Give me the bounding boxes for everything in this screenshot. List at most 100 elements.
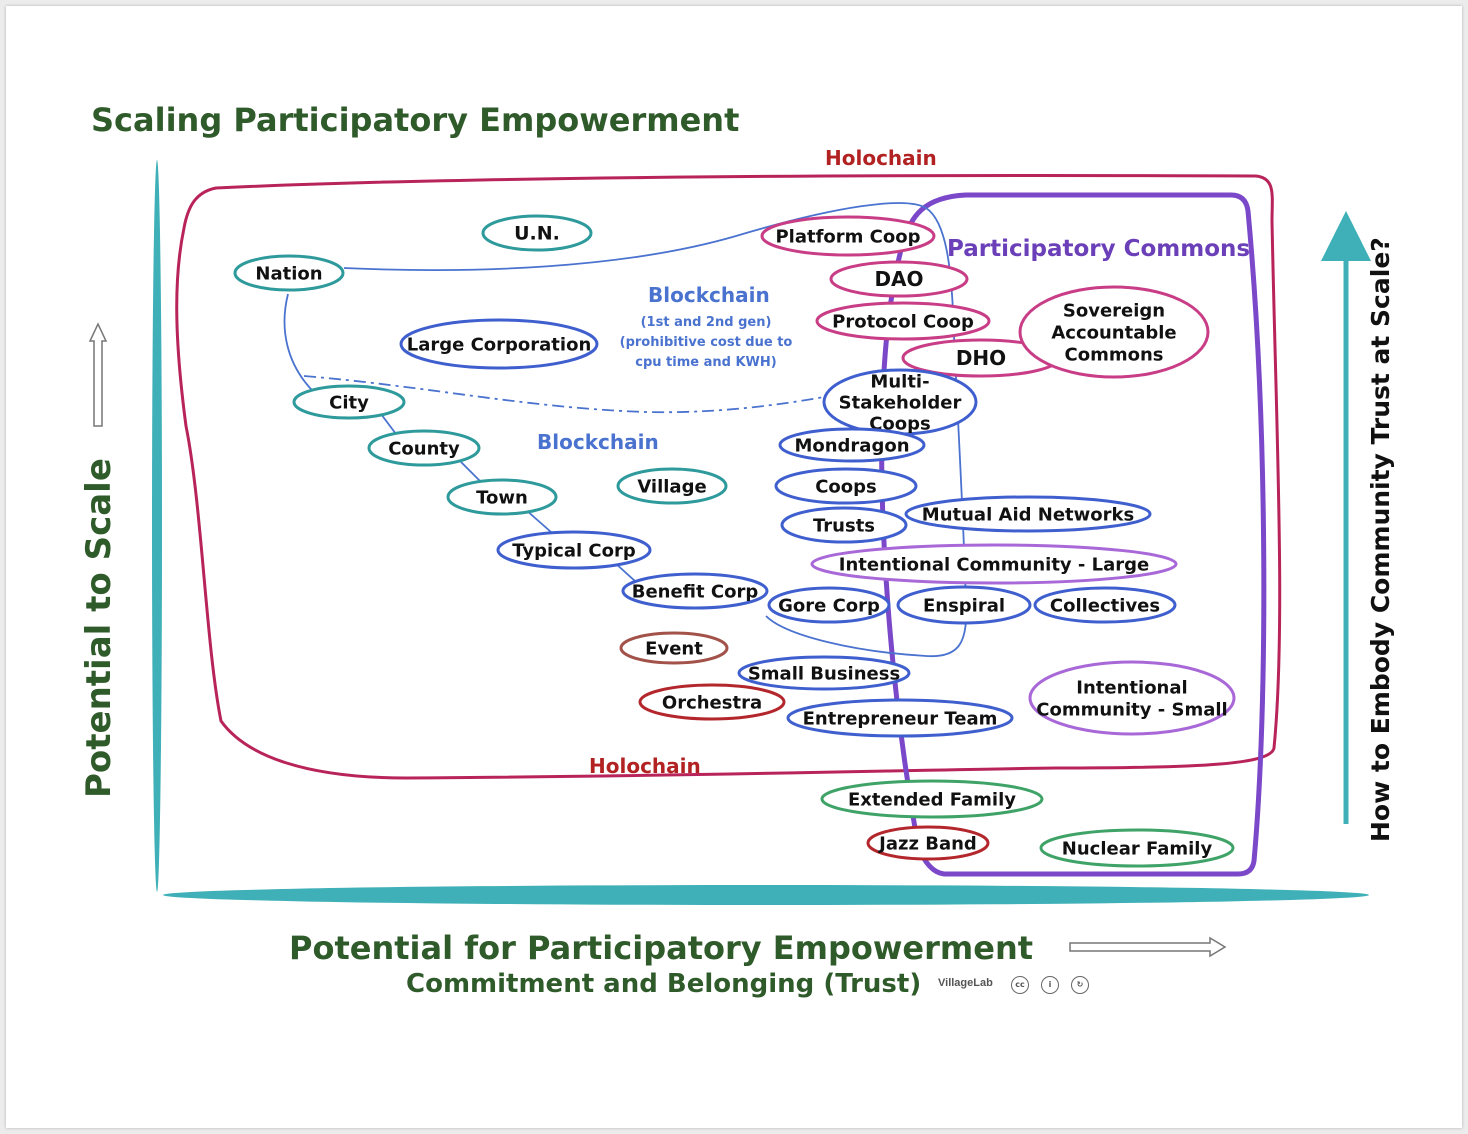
- node-label: U.N.: [514, 223, 560, 245]
- nation-city-connector: [283, 293, 321, 399]
- node-extended-family: Extended Family: [820, 779, 1044, 819]
- node-mondragon: Mondragon: [778, 427, 926, 463]
- node-label: Benefit Corp: [632, 581, 759, 602]
- node-label: Collectives: [1050, 595, 1160, 616]
- holochain-boundary: [175, 174, 1282, 780]
- node-label: Commons: [1065, 344, 1164, 365]
- diagram-page: Scaling Participatory Empowerment Potent…: [6, 6, 1462, 1128]
- city-county-connector: [380, 413, 397, 435]
- node-ellipse: [896, 585, 1032, 625]
- node-label: Mondragon: [794, 435, 909, 456]
- x-axis-label: Potential for Participatory Empowerment: [289, 929, 1033, 967]
- node-ellipse: [820, 779, 1044, 819]
- node-label: Accountable: [1051, 322, 1176, 343]
- node-label: Protocol Coop: [832, 311, 974, 332]
- credit-label: VillageLab: [938, 977, 993, 989]
- node-gore-corp: Gore Corp: [767, 586, 891, 624]
- node-ellipse: [292, 384, 406, 420]
- node-label: DHO: [956, 346, 1006, 370]
- node-orchestra: Orchestra: [638, 683, 786, 721]
- holochain-bottom-label: Holochain: [589, 754, 701, 778]
- node-ellipse: [780, 506, 908, 544]
- node-jazz-band: Jazz Band: [866, 825, 990, 861]
- x-axis-sublabel: Commitment and Belonging (Trust): [406, 969, 921, 999]
- node-label: Typical Corp: [512, 540, 636, 561]
- node-county: County: [367, 429, 481, 467]
- node-label: Town: [476, 487, 528, 508]
- holochain-top-label: Holochain: [825, 146, 937, 170]
- node-un: U.N.: [481, 214, 593, 252]
- blockchain-upper-note-1: (1st and 2nd gen): [641, 315, 772, 330]
- town-typical-corp-connector: [525, 509, 552, 533]
- node-ellipse: [737, 655, 911, 691]
- node-label: Intentional Community - Large: [839, 554, 1150, 575]
- node-ellipse: [616, 467, 728, 505]
- node-trusts: Trusts: [780, 506, 908, 544]
- page-title: Scaling Participatory Empowerment: [91, 101, 739, 139]
- blockchain-upper-label: Blockchain: [648, 283, 770, 307]
- node-nuclear-family: Nuclear Family: [1039, 828, 1235, 868]
- node-label: Large Corporation: [407, 334, 592, 355]
- participatory-commons-label: Participatory Commons: [947, 236, 1250, 262]
- node-ellipse: [446, 478, 558, 516]
- node-ellipse: [233, 254, 345, 292]
- node-label: Village: [637, 476, 706, 497]
- node-ellipse: [481, 214, 593, 252]
- node-label: Extended Family: [848, 789, 1016, 810]
- x-axis-bar: [163, 885, 1369, 905]
- attribution-icon: i: [1041, 976, 1059, 994]
- node-label: Multi-: [870, 371, 929, 392]
- node-ellipse: [774, 467, 918, 505]
- node-ellipse: [496, 530, 652, 570]
- node-entrepreneur-team: Entrepreneur Team: [786, 698, 1014, 738]
- node-ellipse: [810, 543, 1178, 585]
- node-ellipse: [638, 683, 786, 721]
- node-label: County: [388, 438, 460, 459]
- blockchain-upper-note-3: cpu time and KWH): [635, 355, 776, 370]
- node-label: Coops: [815, 476, 877, 497]
- y-axis-bar: [152, 160, 162, 892]
- node-ellipse: [786, 698, 1014, 738]
- y-axis-arrow-icon: [88, 322, 108, 427]
- node-ellipse: [815, 301, 991, 341]
- blockchain-lower-label: Blockchain: [537, 430, 659, 454]
- node-mutual-aid-networks: Mutual Aid Networks: [904, 495, 1152, 533]
- node-label: Sovereign: [1063, 300, 1165, 321]
- node-label: Jazz Band: [877, 833, 977, 854]
- node-intentional-community-large: Intentional Community - Large: [810, 543, 1178, 585]
- node-label: Coops: [869, 413, 931, 434]
- node-ellipse: [1039, 828, 1235, 868]
- participatory-empowerment-diagram: Scaling Participatory Empowerment Potent…: [79, 101, 1395, 999]
- node-label: Mutual Aid Networks: [922, 504, 1134, 525]
- node-ellipse: [904, 495, 1152, 533]
- y-axis-label: Potential to Scale: [79, 458, 119, 798]
- node-typical-corp: Typical Corp: [496, 530, 652, 570]
- node-ellipse: [767, 586, 891, 624]
- blockchain-upper-note-2: (prohibitive cost due to: [620, 335, 793, 350]
- node-label: Small Business: [748, 663, 900, 684]
- county-town-connector: [460, 461, 482, 483]
- node-town: Town: [446, 478, 558, 516]
- blockchain-generation-divider: [303, 375, 831, 414]
- share-alike-icon: ↻: [1071, 976, 1089, 994]
- right-axis-label: How to Embody Community Trust at Scale?: [1366, 237, 1395, 842]
- node-ellipse: [367, 429, 481, 467]
- node-collectives: Collectives: [1033, 586, 1177, 624]
- node-label: DAO: [874, 267, 923, 291]
- node-label: Enspiral: [923, 595, 1005, 616]
- node-ellipse: [399, 318, 599, 370]
- node-coops: Coops: [774, 467, 918, 505]
- node-label: Trusts: [813, 515, 875, 536]
- node-village: Village: [616, 467, 728, 505]
- node-label: Orchestra: [662, 692, 762, 713]
- node-ellipse: [1028, 660, 1236, 736]
- node-city: City: [292, 384, 406, 420]
- node-label: Intentional: [1076, 677, 1187, 698]
- node-ellipse: [621, 572, 769, 610]
- node-dao: DAO: [829, 260, 969, 298]
- node-label: Event: [645, 638, 703, 659]
